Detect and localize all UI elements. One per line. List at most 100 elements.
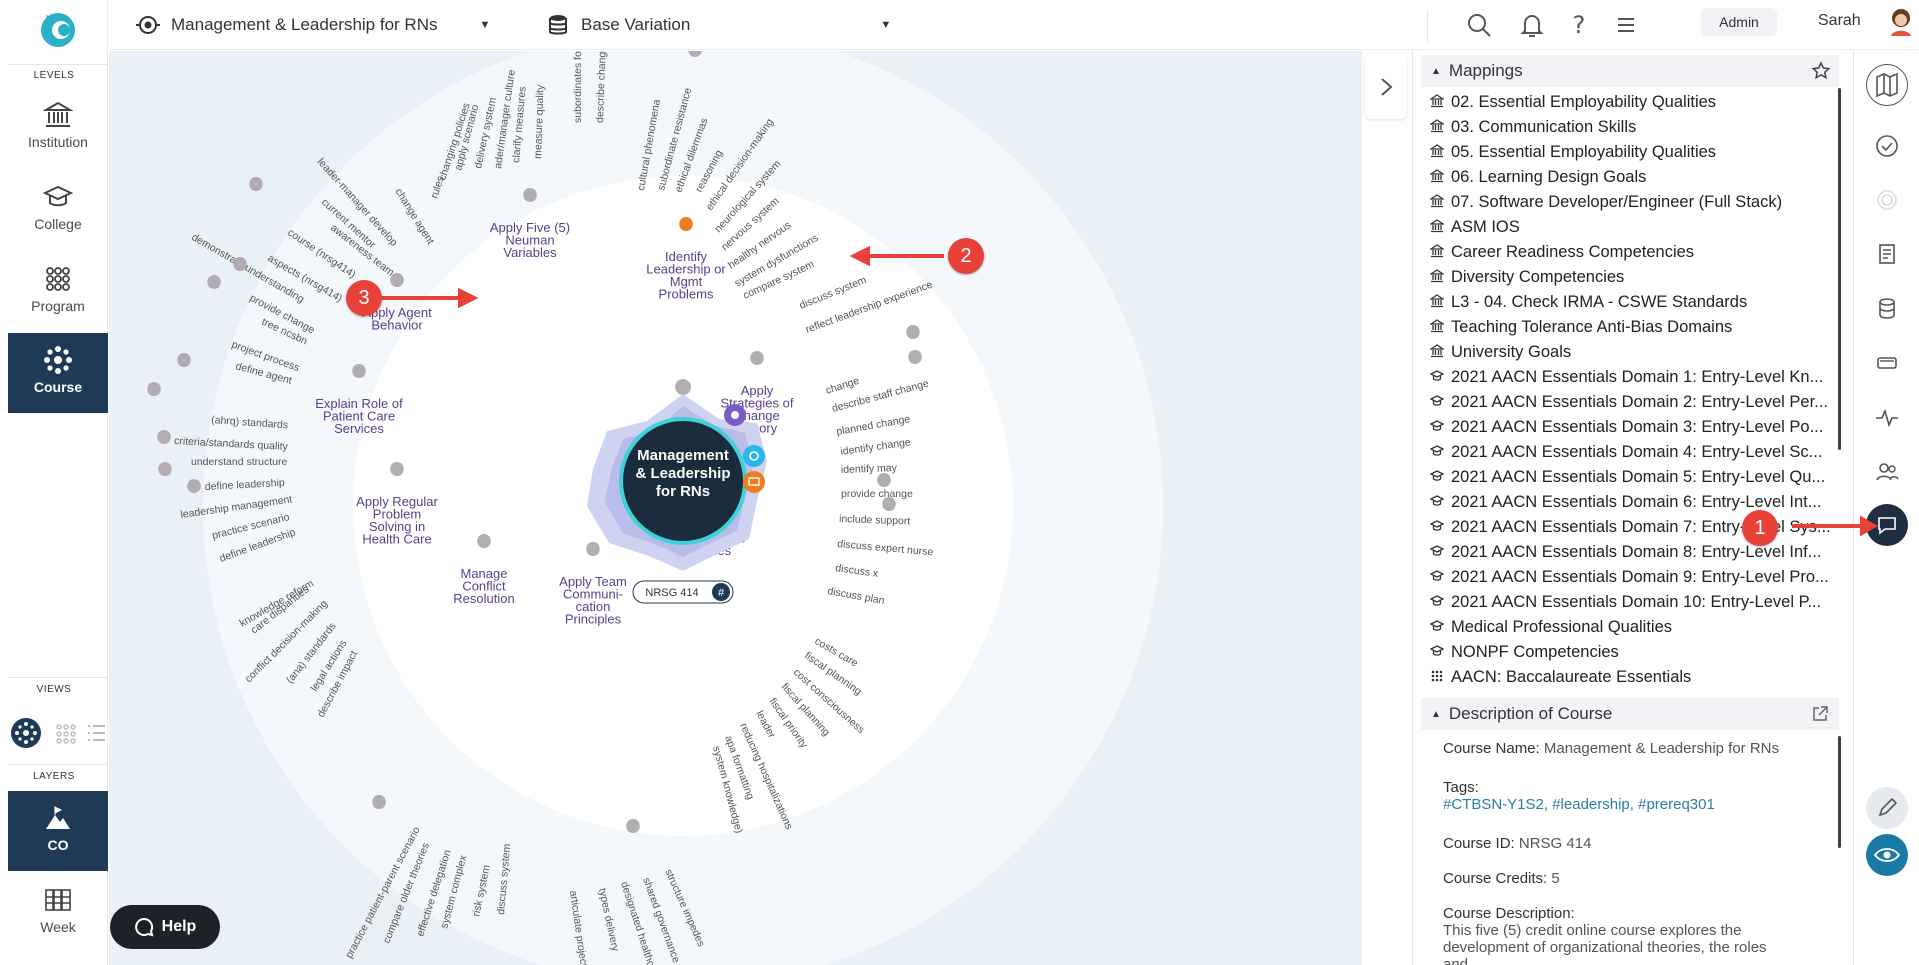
nav-college[interactable]: College: [8, 170, 108, 250]
nav-course[interactable]: Course: [8, 333, 108, 413]
layer-co[interactable]: CO: [8, 791, 108, 871]
mapping-item[interactable]: 2021 AACN Essentials Domain 3: Entry-Lev…: [1421, 415, 1841, 440]
mapping-item[interactable]: 2021 AACN Essentials Domain 6: Entry-Lev…: [1421, 490, 1841, 515]
map-pin-icon[interactable]: [233, 257, 247, 271]
map-pin-icon[interactable]: [477, 534, 491, 548]
map-pin-icon[interactable]: [688, 51, 702, 57]
help-question-icon[interactable]: ?: [1564, 10, 1594, 40]
map-pin-icon[interactable]: [906, 325, 920, 339]
mapping-item[interactable]: NONPF Competencies: [1421, 640, 1841, 665]
map-pin-icon[interactable]: [877, 473, 891, 487]
mapping-item[interactable]: Medical Professional Qualities: [1421, 615, 1841, 640]
zoom-icon[interactable]: [743, 445, 765, 467]
grid-view-icon[interactable]: [56, 724, 76, 744]
help-button[interactable]: Help: [110, 905, 220, 949]
mapping-item[interactable]: Teaching Tolerance Anti-Bias Domains: [1421, 315, 1841, 340]
map-icon[interactable]: [1866, 64, 1908, 106]
mapping-item[interactable]: 05. Essential Employability Qualities: [1421, 140, 1841, 165]
mappings-header[interactable]: ▲ Mappings: [1421, 55, 1839, 87]
document-icon[interactable]: [1870, 237, 1904, 271]
star-icon[interactable]: [1811, 61, 1831, 81]
map-pin-icon[interactable]: [207, 275, 221, 289]
map-pin-icon[interactable]: [157, 430, 171, 444]
collapse-panel-button[interactable]: [1365, 55, 1407, 119]
mapping-item[interactable]: University Goals: [1421, 340, 1841, 365]
mapping-item[interactable]: 2021 AACN Essentials Domain 10: Entry-Le…: [1421, 590, 1841, 615]
database-icon[interactable]: [1870, 292, 1904, 326]
mapping-item[interactable]: 2021 AACN Essentials Domain 9: Entry-Lev…: [1421, 565, 1841, 590]
user-name[interactable]: Sarah: [1818, 12, 1861, 29]
mapping-item[interactable]: Diversity Competencies: [1421, 265, 1841, 290]
radial-view-icon[interactable]: [11, 718, 41, 748]
hash-icon[interactable]: [712, 583, 730, 601]
mapping-item[interactable]: Career Readiness Competencies: [1421, 240, 1841, 265]
map-pin-icon[interactable]: [177, 353, 191, 367]
mapping-item[interactable]: 2021 AACN Essentials Domain 4: Entry-Lev…: [1421, 440, 1841, 465]
mapping-item[interactable]: 2021 AACN Essentials Domain 5: Entry-Lev…: [1421, 465, 1841, 490]
list-view-icon[interactable]: [88, 725, 105, 741]
user-avatar[interactable]: [1885, 4, 1917, 36]
map-pin-icon[interactable]: [586, 542, 600, 556]
mapping-item[interactable]: 06. Learning Design Goals: [1421, 165, 1841, 190]
view-eye-button[interactable]: [1866, 834, 1908, 876]
nav-institution[interactable]: Institution: [8, 88, 108, 168]
mapping-item[interactable]: 2021 AACN Essentials Domain 2: Entry-Lev…: [1421, 390, 1841, 415]
admin-button[interactable]: Admin: [1701, 8, 1777, 36]
mapping-item[interactable]: ASM IOS: [1421, 215, 1841, 240]
variation-select-value: Base Variation: [581, 15, 691, 34]
tags-value[interactable]: #CTBSN-Y1S2, #leadership, #prereq301: [1443, 796, 1715, 813]
map-pin-icon[interactable]: [249, 177, 263, 191]
activity-pulse-icon[interactable]: [1870, 401, 1904, 435]
map-pin-icon[interactable]: [882, 497, 896, 511]
map-pin-icon[interactable]: [679, 217, 693, 231]
variation-select[interactable]: Base Variation ▼: [547, 8, 891, 42]
search-icon[interactable]: [1464, 10, 1494, 40]
comment-icon[interactable]: [743, 471, 765, 493]
map-pin-icon[interactable]: [372, 795, 386, 809]
course-select[interactable]: Management & Leadership for RNs ▼: [135, 8, 490, 42]
comments-button[interactable]: [1866, 504, 1908, 546]
description-header[interactable]: ▲ Description of Course: [1421, 698, 1839, 730]
mapping-item[interactable]: 07. Software Developer/Engineer (Full St…: [1421, 190, 1841, 215]
fingerprint-icon[interactable]: [1870, 183, 1904, 217]
edit-external-icon[interactable]: [1811, 705, 1829, 723]
map-pin-icon[interactable]: [750, 351, 764, 365]
map-pin-icon[interactable]: [523, 188, 537, 202]
map-pin-icon[interactable]: [158, 462, 172, 476]
mapping-item[interactable]: 02. Essential Employability Qualities: [1421, 90, 1841, 115]
layer-week[interactable]: Week: [8, 873, 108, 953]
map-pin-icon[interactable]: [147, 382, 161, 396]
map-node-label: Apply Regular: [356, 494, 438, 509]
mapping-item[interactable]: 2021 AACN Essentials Domain 1: Entry-Lev…: [1421, 365, 1841, 390]
mappings-scrollbar[interactable]: [1838, 88, 1841, 450]
menu-icon[interactable]: [1611, 10, 1641, 40]
bell-icon[interactable]: [1517, 10, 1547, 40]
map-pin-icon[interactable]: [390, 462, 404, 476]
edit-pencil-button[interactable]: [1866, 787, 1908, 829]
nav-program[interactable]: Program: [8, 252, 108, 332]
mapping-item[interactable]: 03. Communication Skills: [1421, 115, 1841, 140]
mapping-item[interactable]: 2021 AACN Essentials Domain 8: Entry-Lev…: [1421, 540, 1841, 565]
map-pin-icon[interactable]: [352, 364, 366, 378]
map-pin-icon[interactable]: [908, 350, 922, 364]
app-logo-icon[interactable]: [36, 6, 80, 50]
description-scrollbar[interactable]: [1838, 736, 1841, 848]
check-circle-icon[interactable]: [1870, 129, 1904, 163]
center-course-node[interactable]: Management & Leadership for RNs NRSG 414…: [587, 379, 767, 604]
mapping-item[interactable]: 2021 AACN Essentials Domain 7: Entry-Lev…: [1421, 515, 1841, 540]
map-pin-icon[interactable]: [187, 479, 201, 493]
drive-icon[interactable]: [1870, 346, 1904, 380]
mapping-item[interactable]: AACN: Baccalaureate Essentials: [1421, 665, 1841, 690]
map-pin-icon[interactable]: [626, 819, 640, 833]
map-pin-icon[interactable]: [390, 273, 404, 287]
users-icon[interactable]: [1870, 455, 1904, 489]
mapping-item[interactable]: L3 - 04. Check IRMA - CSWE Standards: [1421, 290, 1841, 315]
